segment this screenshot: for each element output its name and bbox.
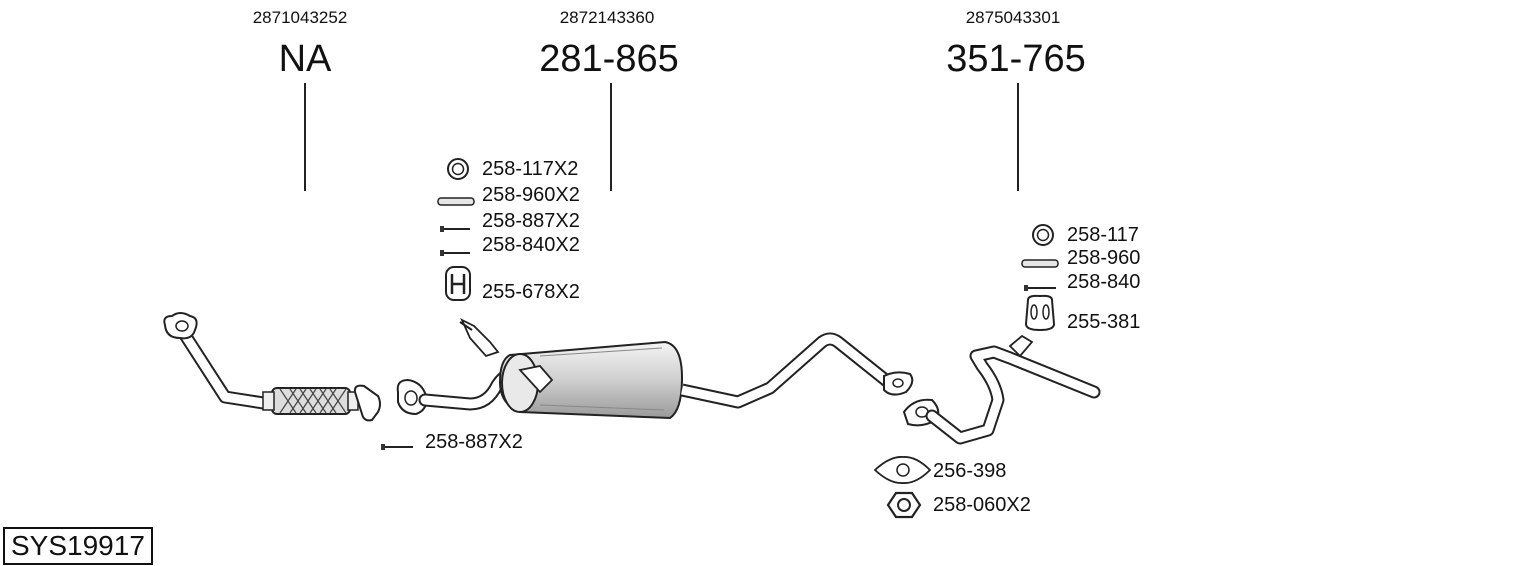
fitting-label[interactable]: 255-678X2 xyxy=(482,281,580,303)
rubber-hanger-icon xyxy=(445,266,471,301)
part-number-rear[interactable]: 351-765 xyxy=(946,38,1086,80)
rear-pipe xyxy=(902,334,1101,445)
fitting-label[interactable]: 255-381 xyxy=(1067,311,1141,333)
ref-number-middle: 2872143360 xyxy=(559,8,655,27)
fitting-label[interactable]: 258-117X2 xyxy=(482,158,579,180)
fitting-label[interactable]: 256-398 xyxy=(933,460,1007,482)
leader-line-middle xyxy=(610,83,612,191)
ring-gasket-icon xyxy=(447,158,469,180)
leader-line-rear xyxy=(1017,83,1019,191)
part-number-middle[interactable]: 281-865 xyxy=(539,38,679,80)
fitting-label[interactable]: 258-887X2 xyxy=(482,210,580,232)
fitting-label[interactable]: 258-960X2 xyxy=(482,184,580,206)
system-code: SYS19917 xyxy=(3,527,153,565)
fitting-label[interactable]: 258-887X2 xyxy=(425,431,523,453)
fitting-label[interactable]: 258-840X2 xyxy=(482,234,580,256)
middle-muffler xyxy=(396,318,914,420)
ref-number-rear: 2875043301 xyxy=(965,8,1061,27)
leader-line-front xyxy=(304,83,306,191)
ref-number-front: 2871043252 xyxy=(252,8,348,27)
front-pipe xyxy=(163,312,381,422)
rubber-mount-icon xyxy=(1024,294,1056,332)
bolt-icon xyxy=(440,250,470,256)
fitting-label[interactable]: 258-117 xyxy=(1067,224,1139,246)
flange-gasket-icon xyxy=(873,456,932,484)
fitting-label[interactable]: 258-840 xyxy=(1067,271,1141,293)
hex-nut-icon xyxy=(886,491,922,519)
bolt-icon xyxy=(440,226,470,232)
ring-gasket-icon xyxy=(1032,224,1054,246)
bolt-icon xyxy=(1024,285,1056,291)
bolt-icon xyxy=(381,444,413,450)
fitting-label[interactable]: 258-060X2 xyxy=(933,494,1031,516)
fitting-label[interactable]: 258-960 xyxy=(1067,247,1141,269)
sleeve-icon xyxy=(1021,259,1059,268)
part-number-front[interactable]: NA xyxy=(278,38,332,80)
sleeve-icon xyxy=(437,197,475,206)
